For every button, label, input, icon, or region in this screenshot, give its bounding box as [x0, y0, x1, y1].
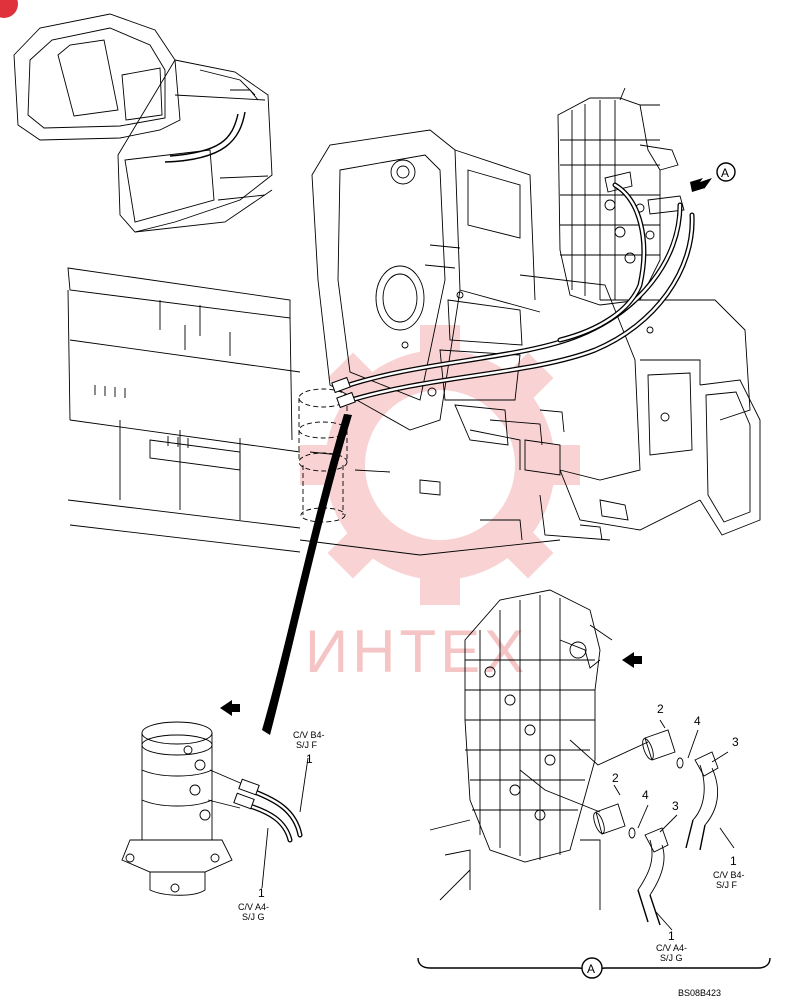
- label-cv-a4-left: C/V A4-: [238, 902, 269, 912]
- callout-1-right-upper: 1: [730, 854, 737, 868]
- drawing-code: BS08B423: [678, 988, 721, 998]
- fittings-upper: [642, 719, 735, 851]
- label-sj-f-right: S/J F: [716, 880, 738, 890]
- label-sj-f-left: S/J F: [296, 740, 318, 750]
- hoses-main: [331, 182, 695, 409]
- control-valve-main: [557, 87, 685, 306]
- label-sj-g-left: S/J G: [242, 912, 265, 922]
- swivel-joint-detail: [121, 700, 246, 896]
- callout-1-right-lower: 1: [668, 929, 675, 943]
- callout-4-upper: 4: [694, 714, 701, 728]
- watermark-text: ИНТЕХ: [305, 618, 528, 685]
- hoses-detail-left: [233, 757, 309, 889]
- callout-3-lower: 3: [672, 799, 679, 813]
- label-cv-a4-right: C/V A4-: [656, 943, 687, 953]
- callout-4-lower: 4: [642, 788, 649, 802]
- excavator-inset: [13, 13, 273, 233]
- callout-1-left-bottom: 1: [258, 886, 265, 900]
- detail-arrow-left: [220, 700, 240, 716]
- label-cv-b4-left: C/V B4-: [293, 730, 325, 740]
- detail-leader: [262, 414, 352, 735]
- detail-arrow-right: [622, 652, 642, 668]
- callout-3-upper: 3: [732, 735, 739, 749]
- callout-1-left-top: 1: [306, 752, 313, 766]
- corner-badge: [0, 0, 18, 18]
- label-sj-g-right: S/J G: [660, 953, 683, 963]
- view-a-brace: A: [417, 957, 771, 979]
- view-marker-label: A: [721, 166, 729, 180]
- view-a-brace-label: A: [587, 962, 595, 976]
- callout-2-upper: 2: [657, 702, 664, 716]
- upper-frame: [67, 129, 761, 556]
- label-cv-b4-right: C/V B4-: [713, 870, 745, 880]
- view-arrow-a: A: [690, 162, 736, 192]
- control-valve-detail: [429, 589, 649, 910]
- fittings-lower: [593, 784, 678, 931]
- callout-2-lower: 2: [612, 771, 619, 785]
